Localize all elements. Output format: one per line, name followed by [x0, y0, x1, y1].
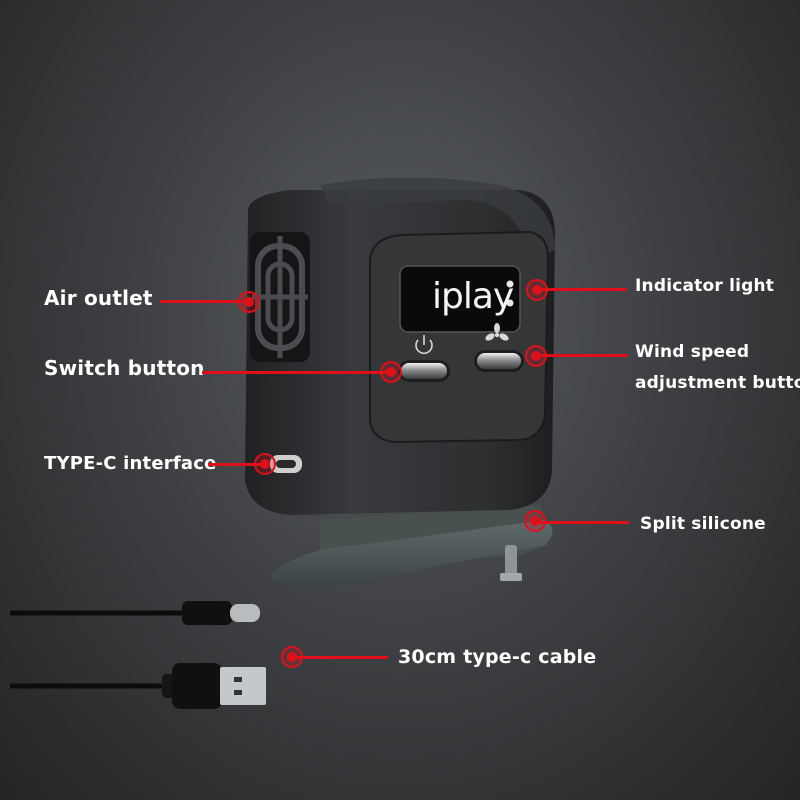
type-c-port	[270, 455, 302, 473]
cable-label: 30cm type-c cable	[398, 646, 597, 668]
type-c-marker	[254, 453, 276, 475]
power-icon	[415, 335, 433, 355]
split-silicone-base	[270, 505, 553, 589]
indicator-light-label: Indicator light	[635, 276, 775, 296]
type-c-interface-label: TYPE-C interface	[44, 453, 217, 474]
switch-button-line	[202, 371, 388, 374]
cable-line	[294, 656, 388, 659]
type-c-line	[208, 463, 264, 466]
wind-speed-line	[538, 354, 628, 357]
air-outlet-line	[160, 300, 248, 303]
wind-speed-button[interactable]	[474, 350, 524, 372]
wind-speed-marker	[525, 345, 547, 367]
switch-button-marker	[380, 361, 402, 383]
switch-button-label: Switch button	[44, 356, 205, 380]
type-c-cable	[10, 601, 266, 709]
wind-speed-label-line2: adjustment button	[635, 373, 800, 393]
indicator-display	[399, 265, 521, 333]
brand-logo: iplay	[432, 276, 514, 317]
split-silicone-label: Split silicone	[640, 514, 766, 534]
split-silicone-line	[537, 521, 629, 524]
fan-icon	[485, 323, 509, 341]
air-outlet-marker	[238, 291, 260, 313]
air-outlet-label: Air outlet	[44, 286, 153, 310]
wind-speed-label-line1: Wind speed	[635, 342, 750, 362]
indicator-light-line	[539, 288, 627, 291]
switch-button[interactable]	[398, 360, 450, 382]
